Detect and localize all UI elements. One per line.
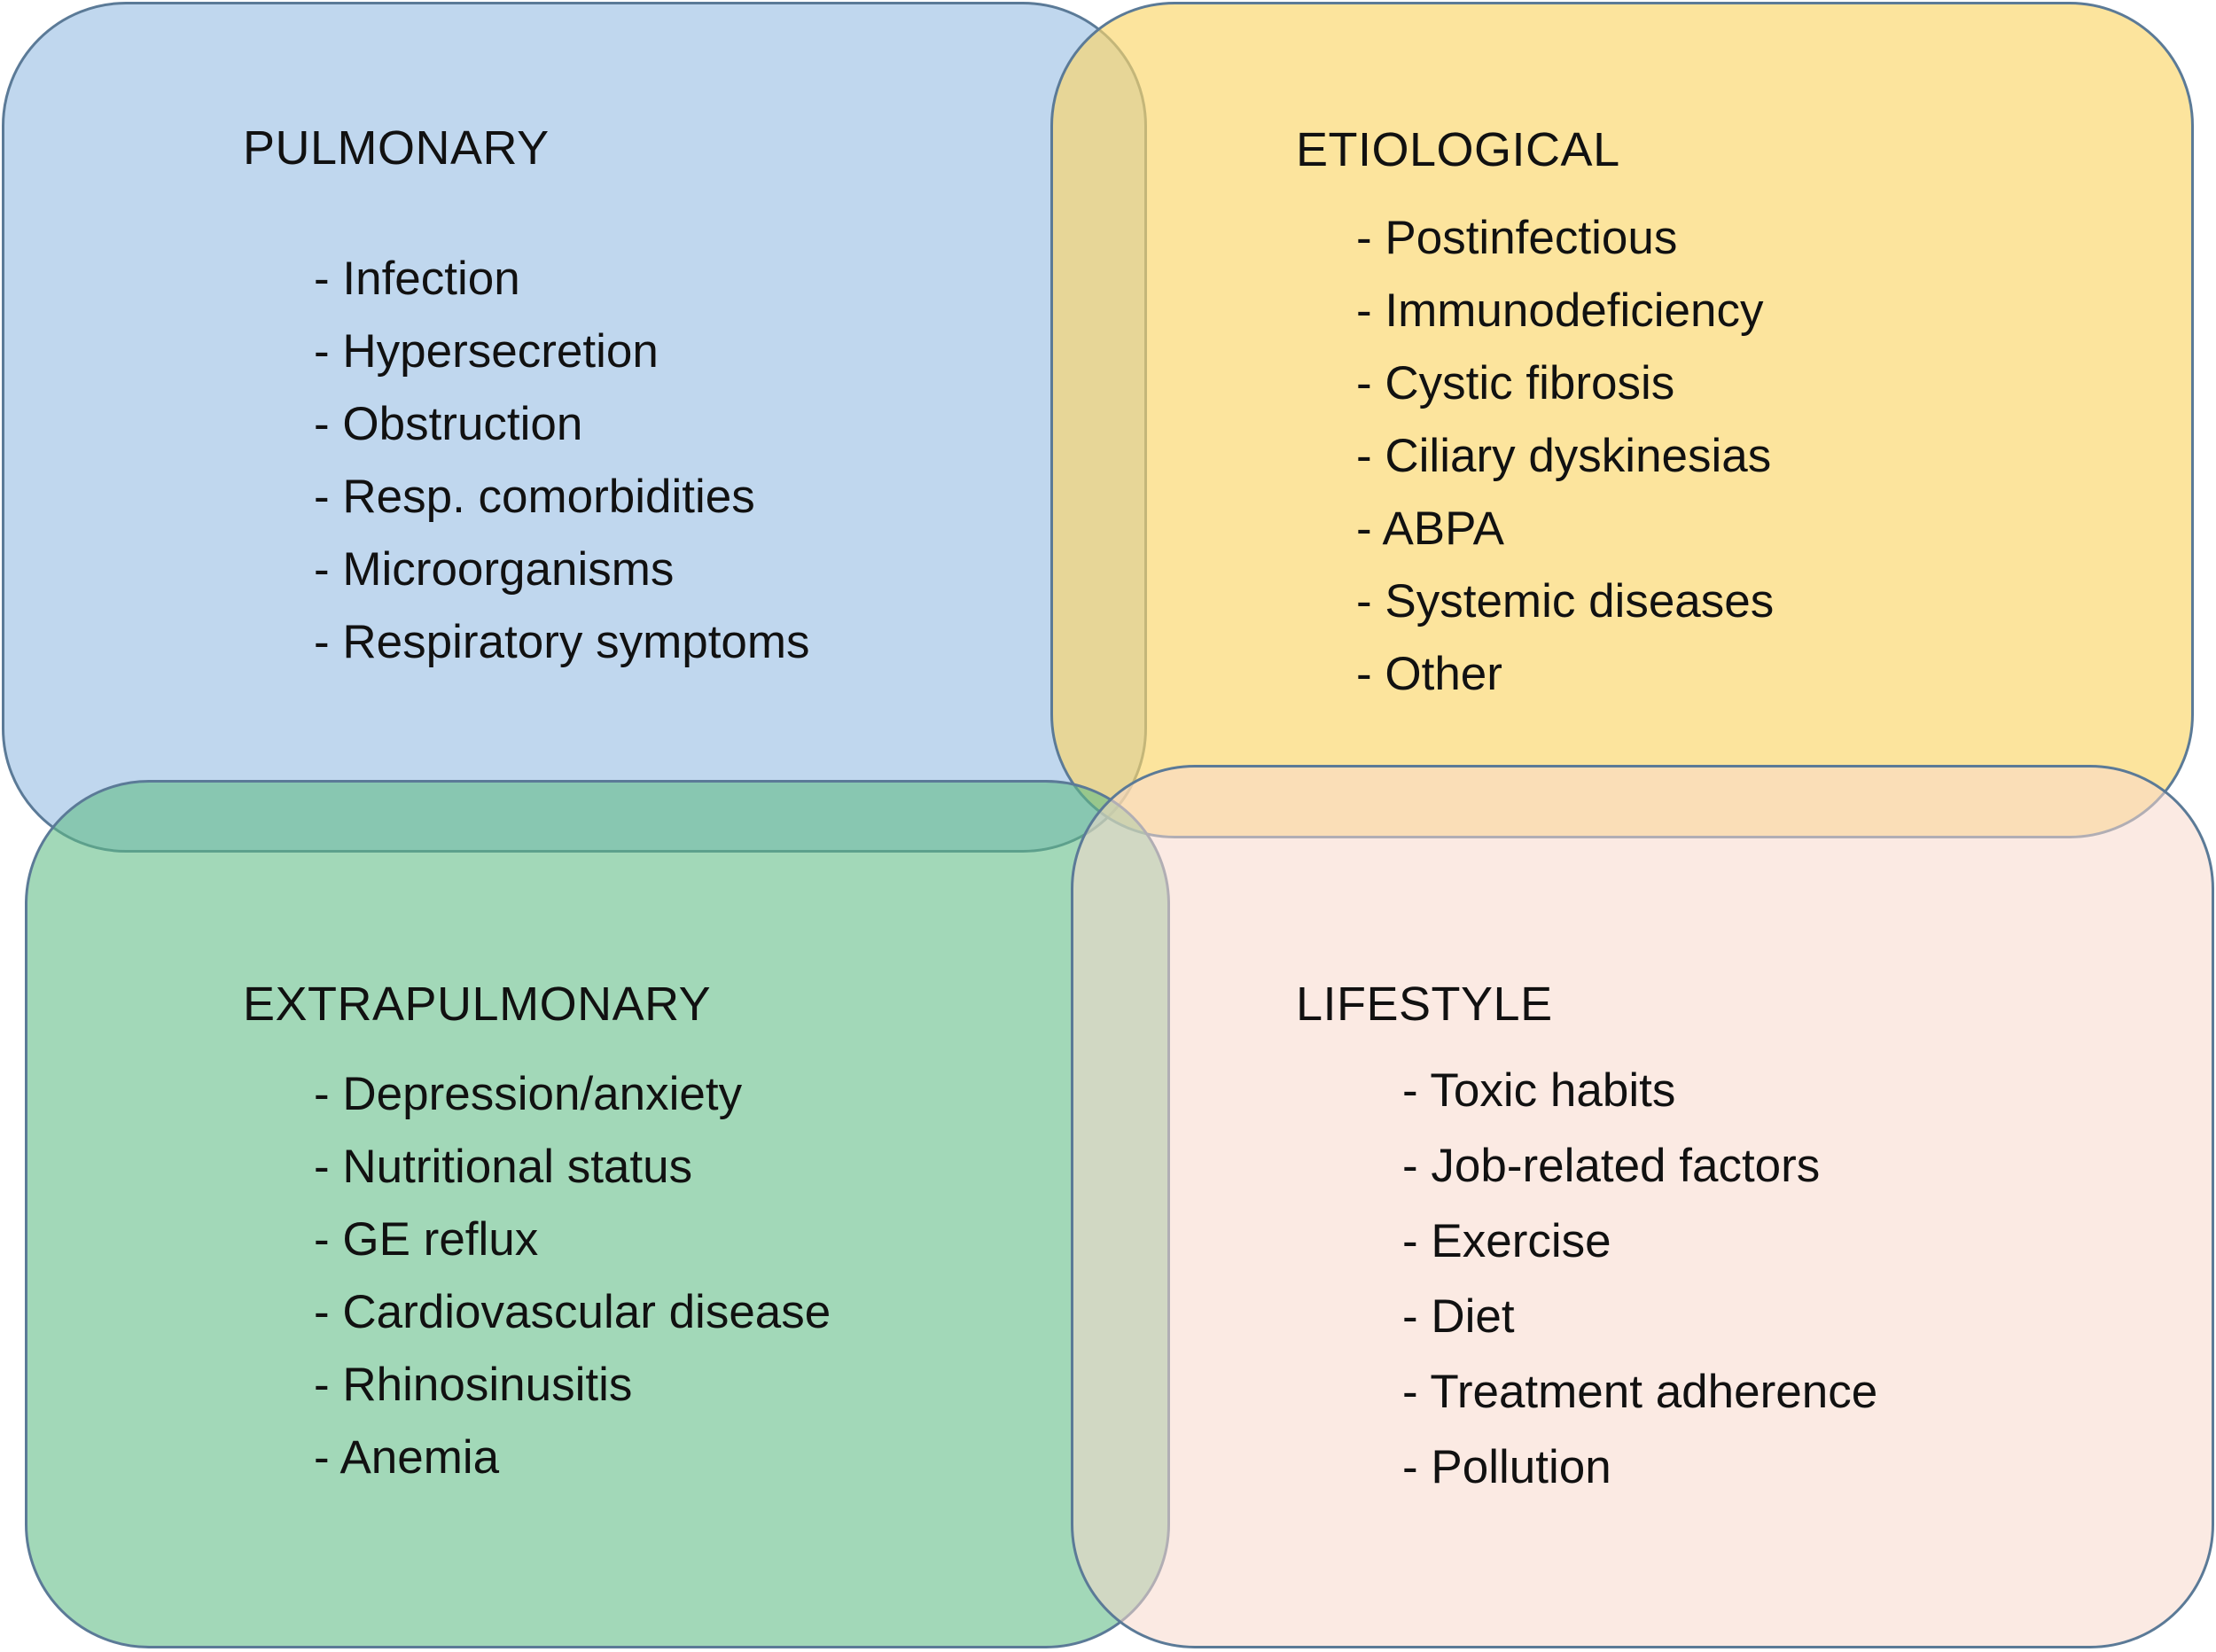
pulmonary-list: - Infection - Hypersecretion - Obstruction…	[314, 243, 810, 679]
extrapulmonary-list: - Depression/anxiety - Nutritional status…	[314, 1058, 831, 1494]
list-item: - Treatment adherence	[1402, 1366, 1878, 1418]
list-item: - Systemic diseases	[1356, 575, 1775, 627]
list-item: - Hypersecretion	[314, 325, 659, 378]
list-item: - Respiratory symptoms	[314, 616, 810, 668]
list-item: - Ciliary dyskinesias	[1356, 430, 1772, 482]
pulmonary-panel: PULMONARY - Infection - Hypersecretion - O…	[243, 124, 810, 679]
list-item: - Postinfectious	[1356, 212, 1678, 264]
etiological-panel: ETIOLOGICAL - Postinfectious - Immunodefi…	[1296, 126, 1774, 711]
list-item: - Exercise	[1402, 1215, 1611, 1267]
pulmonary-title: PULMONARY	[243, 121, 550, 175]
list-item: - Immunodeficiency	[1356, 284, 1764, 337]
list-item: - Cardiovascular disease	[314, 1286, 831, 1338]
list-item: - Toxic habits	[1402, 1064, 1676, 1117]
lifestyle-panel: LIFESTYLE - Toxic habits - Job-related fa…	[1296, 980, 1877, 1505]
etiological-title: ETIOLOGICAL	[1296, 123, 1620, 176]
list-item: - Diet	[1402, 1290, 1515, 1343]
etiological-region	[1050, 2, 2194, 838]
list-item: - Depression/anxiety	[314, 1068, 743, 1120]
list-item: - Nutritional status	[314, 1141, 693, 1193]
list-item: - Other	[1356, 648, 1502, 700]
lifestyle-title: LIFESTYLE	[1296, 978, 1553, 1031]
list-item: - Rhinosinusitis	[314, 1359, 633, 1411]
extrapulmonary-region	[25, 780, 1170, 1648]
extrapulmonary-panel: EXTRAPULMONARY - Depression/anxiety - Nut…	[243, 980, 831, 1494]
list-item: - Pollution	[1402, 1441, 1611, 1493]
list-item: - Anemia	[314, 1431, 500, 1484]
list-item: - Microorganisms	[314, 543, 675, 596]
list-item: - Infection	[314, 253, 520, 305]
lifestyle-list: - Toxic habits - Job-related factors - Exe…	[1402, 1053, 1877, 1505]
list-item: - ABPA	[1356, 503, 1504, 555]
list-item: - Job-related factors	[1402, 1140, 1821, 1192]
etiological-list: - Postinfectious - Immunodeficiency - Cyst…	[1356, 202, 1774, 711]
pulmonary-region	[2, 2, 1147, 853]
list-item: - Cystic fibrosis	[1356, 357, 1675, 409]
lifestyle-region	[1071, 765, 2214, 1648]
list-item: - Resp. comorbidities	[314, 471, 755, 523]
extrapulmonary-title: EXTRAPULMONARY	[243, 978, 712, 1031]
list-item: - GE reflux	[314, 1213, 539, 1266]
list-item: - Obstruction	[314, 398, 583, 450]
